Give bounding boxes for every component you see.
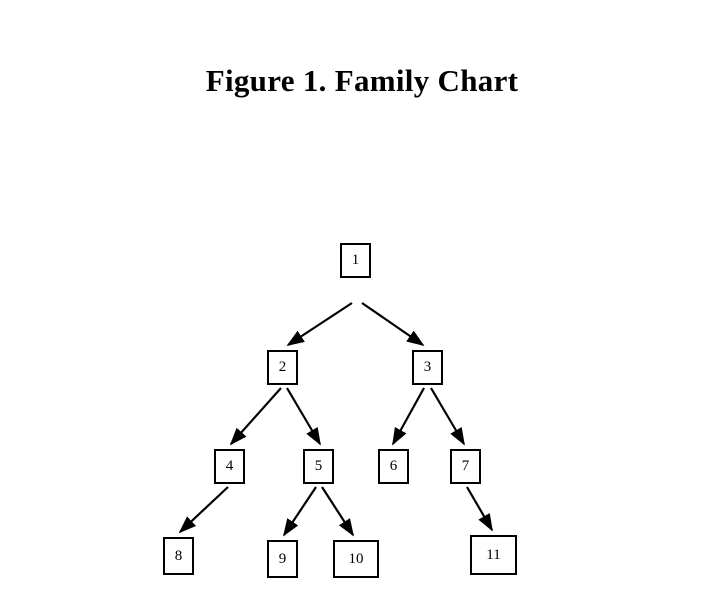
edge-3-7 — [430, 387, 465, 446]
edge-5-10 — [321, 486, 354, 537]
node-9[interactable]: 9 — [267, 540, 298, 578]
node-7[interactable]: 7 — [450, 449, 481, 484]
node-7-label: 7 — [461, 458, 470, 474]
node-10-label: 10 — [348, 550, 364, 567]
edge-2-5 — [286, 387, 321, 446]
page-title: Figure 1. Family Chart — [205, 63, 519, 98]
node-1-label: 1 — [351, 252, 360, 268]
node-3[interactable]: 3 — [412, 350, 443, 385]
edge-5-9 — [283, 486, 317, 537]
node-5[interactable]: 5 — [303, 449, 334, 484]
node-5-label: 5 — [314, 458, 323, 474]
edge-7-11 — [466, 486, 493, 532]
edge-1-3 — [361, 302, 425, 346]
node-6-label: 6 — [389, 458, 398, 474]
node-9-label: 9 — [278, 550, 287, 567]
node-2-label: 2 — [278, 359, 287, 375]
edge-3-6 — [392, 387, 425, 446]
node-6[interactable]: 6 — [378, 449, 409, 484]
edge-1-2 — [286, 302, 353, 346]
node-8[interactable]: 8 — [163, 537, 194, 575]
node-8-label: 8 — [174, 547, 183, 564]
node-3-label: 3 — [423, 359, 432, 375]
edge-2-4 — [229, 387, 282, 446]
node-10[interactable]: 10 — [333, 540, 379, 578]
node-11-label: 11 — [486, 546, 501, 563]
node-4[interactable]: 4 — [214, 449, 245, 484]
edge-4-8 — [178, 486, 229, 534]
node-11[interactable]: 11 — [470, 535, 517, 575]
node-4-label: 4 — [225, 458, 234, 474]
node-2[interactable]: 2 — [267, 350, 298, 385]
node-1[interactable]: 1 — [340, 243, 371, 278]
